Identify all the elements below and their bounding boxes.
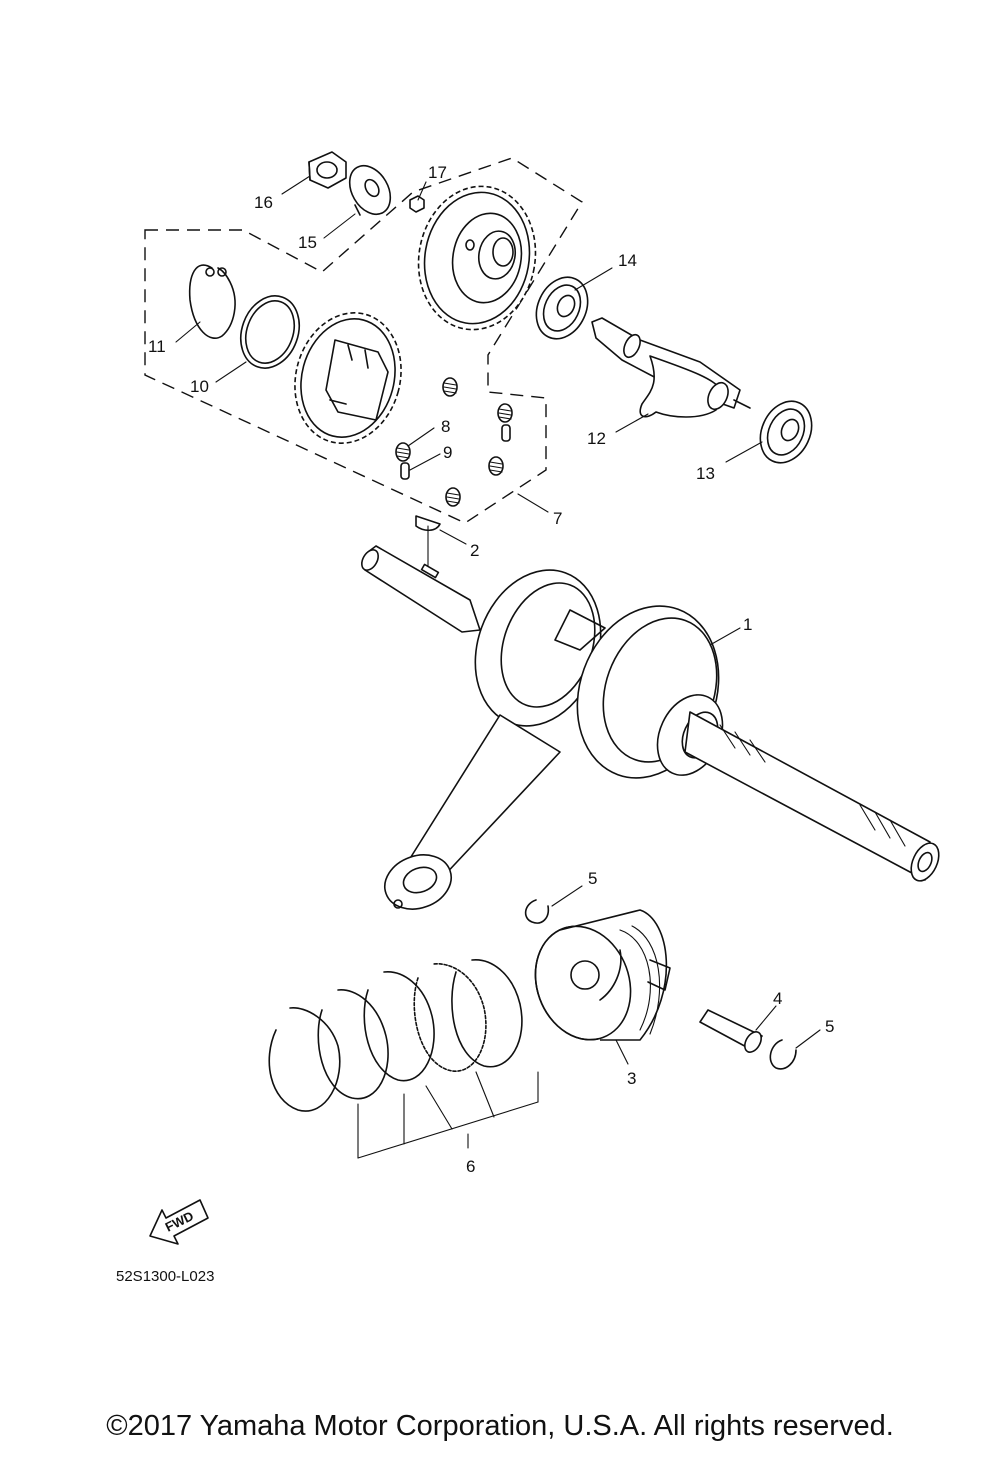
label-5a: 5: [588, 869, 597, 888]
part-13-bearing[interactable]: [751, 393, 822, 471]
balancer-drive-gear[interactable]: [281, 301, 416, 455]
part-labels: 1 2 3 4 5 5 6 7 8 9 10 11 12 13 14 15 16…: [148, 163, 834, 1176]
part-14-bearing[interactable]: [527, 269, 598, 347]
part-1-crankshaft[interactable]: [358, 545, 944, 918]
part-11-circlip[interactable]: [188, 264, 236, 339]
part-10-washer-ring[interactable]: [231, 288, 309, 377]
label-16: 16: [254, 193, 273, 212]
leader-lines: [175, 175, 821, 1065]
part-4-piston-pin[interactable]: [699, 1009, 765, 1055]
label-6: 6: [466, 1157, 475, 1176]
label-14: 14: [618, 251, 637, 270]
label-11: 11: [148, 337, 166, 356]
label-4: 4: [773, 989, 782, 1008]
part-5-clip-right[interactable]: [769, 1039, 797, 1070]
part-3-piston[interactable]: [520, 909, 671, 1053]
damper-pins[interactable]: [400, 424, 511, 480]
part-15-washer[interactable]: [341, 158, 398, 221]
label-3: 3: [627, 1069, 636, 1088]
driven-gear-top[interactable]: [407, 177, 546, 339]
part-6-piston-rings[interactable]: [268, 959, 539, 1159]
diagram-code: 52S1300-L023: [116, 1268, 214, 1285]
label-17: 17: [428, 163, 447, 182]
part-16-nut[interactable]: [308, 151, 347, 189]
label-15: 15: [298, 233, 317, 252]
assembly-group-outline: [144, 157, 583, 524]
label-8: 8: [441, 417, 450, 436]
damper-springs[interactable]: [395, 377, 513, 507]
fwd-arrow-icon: FWD: [149, 1199, 209, 1245]
part-12-balancer-shaft[interactable]: [591, 317, 751, 418]
part-2-woodruff-key[interactable]: [415, 515, 441, 573]
label-7: 7: [553, 509, 562, 528]
label-12: 12: [587, 429, 606, 448]
label-2: 2: [470, 541, 479, 560]
copyright-notice: ©2017 Yamaha Motor Corporation, U.S.A. A…: [106, 1410, 894, 1442]
label-13: 13: [696, 464, 715, 483]
part-5-clip-top[interactable]: [524, 899, 550, 924]
label-1: 1: [743, 615, 752, 634]
part-17-key[interactable]: [409, 195, 425, 213]
label-5b: 5: [825, 1017, 834, 1036]
label-10: 10: [190, 377, 209, 396]
label-9: 9: [443, 443, 452, 462]
